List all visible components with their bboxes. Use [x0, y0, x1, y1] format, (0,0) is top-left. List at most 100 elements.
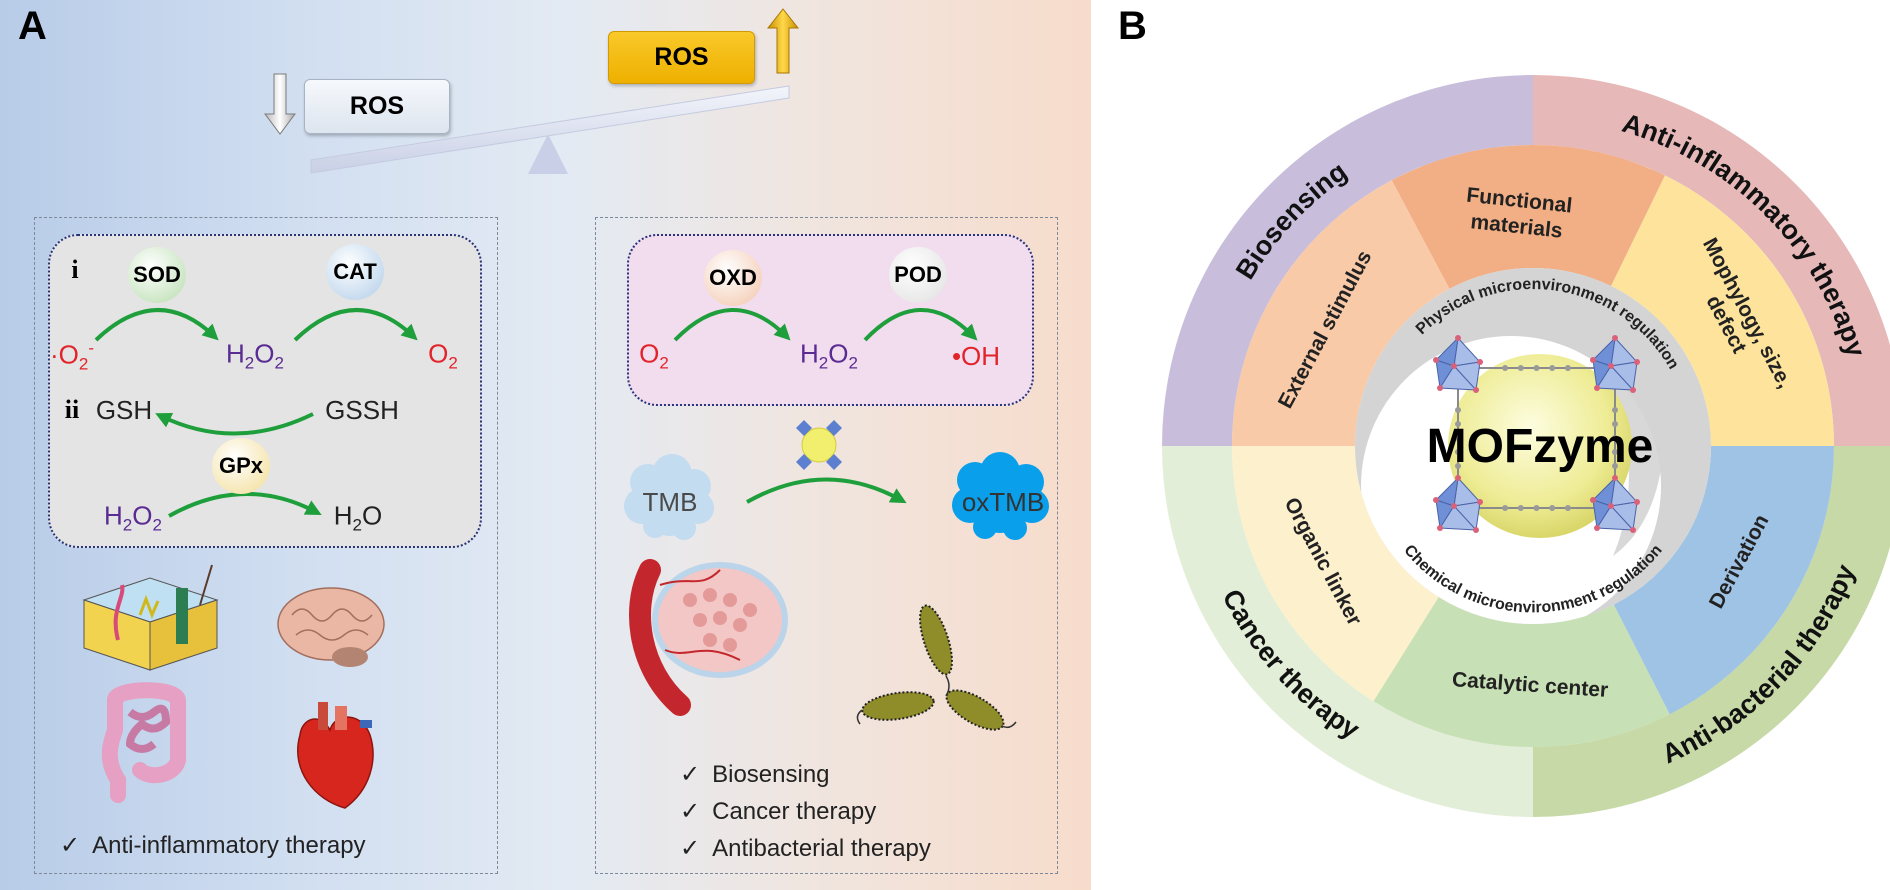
mof-metal-node [1634, 499, 1640, 505]
mof-cluster-polyhedron [1609, 361, 1638, 392]
mof-metal-node [1437, 525, 1443, 531]
hydroxyl-radical-formula: •OH [951, 341, 1001, 371]
panel-a: A [0, 0, 1091, 890]
svg-text:defect: defect [1701, 292, 1750, 357]
mof-linker-atom [1455, 407, 1461, 413]
check-icon: ✓ [680, 798, 701, 825]
middle-sector-functional [1391, 145, 1665, 289]
o2-formula: O2 [428, 338, 458, 373]
outer-sector-cancer [1162, 446, 1533, 817]
mof-linker-atom [1612, 421, 1618, 427]
svg-text:Functional: Functional [1465, 184, 1573, 218]
tmb-label: TMB [642, 487, 698, 517]
mof-linker-atom [1502, 365, 1509, 371]
mof-linker-atom [1549, 365, 1556, 371]
mof-cluster-polyhedron [1439, 505, 1478, 531]
mof-linker-atom [1455, 463, 1461, 469]
mof-linker-atom [1533, 365, 1540, 371]
mof-metal-node [1437, 385, 1443, 391]
mof-metal-node [1433, 497, 1439, 503]
sod-enzyme: SOD [128, 247, 186, 303]
mof-cluster-polyhedron [1453, 476, 1482, 507]
o2-substrate-formula: O2 [639, 338, 669, 373]
brain-icon [277, 587, 385, 667]
mof-metal-node [1433, 357, 1439, 363]
application-cancer-therapy: ✓ Cancer therapy [680, 800, 876, 824]
mof-metal-node [1590, 357, 1596, 363]
oxtmb-cloud-icon [952, 452, 1049, 540]
gpx-enzyme: GPx [212, 438, 270, 494]
application-label: Antibacterial therapy [712, 835, 931, 862]
tmb-cloud-icon [624, 454, 714, 540]
mof-metal-node [1594, 525, 1600, 531]
middle-label-derivation: Derivation [1705, 511, 1774, 612]
mof-cluster-polyhedron [1610, 336, 1639, 367]
h2o2-formula: H2O2 [226, 338, 284, 373]
step-i-label: i [71, 255, 79, 284]
middle-sector-organic [1232, 446, 1439, 702]
gpx-reaction-arrow [168, 491, 322, 518]
mof-linker-atom [1612, 463, 1618, 469]
mof-cluster-polyhedron [1452, 361, 1481, 392]
mof-metal-node [1451, 503, 1457, 509]
mof-cluster-polyhedron [1596, 365, 1635, 391]
gsh-reaction-arrow [155, 412, 314, 436]
mof-metal-node [1608, 503, 1614, 509]
mof-metal-node [1630, 387, 1636, 393]
h2o2-gpx-formula: H2O2 [104, 500, 162, 535]
step-ii-label: ii [64, 395, 80, 424]
outer-sector-anti-inflammatory [1533, 75, 1890, 446]
mof-cluster-polyhedron [1435, 336, 1459, 367]
mof-metal-node [1594, 385, 1600, 391]
inner-label-chemical: Chemical microenvironment regulation [1400, 542, 1665, 617]
middle-label-external: External stimulus [1274, 247, 1376, 412]
mof-linker-atom [1612, 449, 1618, 455]
mof-cluster-polyhedron [1592, 476, 1616, 507]
panel-a-graphics [82, 8, 1049, 809]
gssh-label: GSSH [325, 395, 399, 425]
mof-cluster-polyhedron [1610, 476, 1639, 507]
mof-linker-atom [1455, 421, 1461, 427]
pod-enzyme: POD [889, 247, 947, 303]
cat-enzyme: CAT [326, 244, 384, 300]
application-label: Biosensing [712, 761, 830, 788]
mof-cluster-polyhedron [1435, 476, 1459, 507]
outer-label-anti-bacterial: Anti-bacterial therapy [1657, 560, 1860, 769]
ros-decrease-box: ROS [304, 79, 450, 134]
seesaw-fulcrum [528, 134, 568, 174]
check-icon: ✓ [680, 835, 701, 862]
mof-linker-atom [1533, 505, 1540, 511]
mof-cluster-polyhedron [1439, 365, 1478, 391]
mof-cluster-polyhedron [1435, 499, 1455, 530]
panel-a-label: A [18, 4, 47, 48]
mof-cluster-polyhedron [1592, 499, 1612, 530]
inner-core [1355, 268, 1711, 624]
down-arrow-icon [264, 73, 296, 135]
application-label: Cancer therapy [712, 798, 877, 825]
mof-metal-node [1630, 527, 1636, 533]
mof-metal-node [1455, 335, 1461, 341]
prooxidant-section [595, 217, 1058, 874]
mof-cluster-polyhedron [1592, 359, 1612, 390]
mof-metal-node [1477, 359, 1483, 365]
bacteria-icon [856, 604, 1017, 731]
mof-cluster-polyhedron [1435, 359, 1455, 390]
inner-label-physical: Physical microenvironment regulation [1413, 276, 1682, 372]
middle-sector-external [1232, 180, 1450, 446]
mof-linker-atom [1549, 505, 1556, 511]
mof-metal-node [1590, 497, 1596, 503]
mof-metal-node [1473, 387, 1479, 393]
up-arrow-icon [766, 8, 800, 74]
mof-cluster-polyhedron [1592, 336, 1616, 367]
outer-sector-biosensing [1162, 75, 1533, 446]
mof-metal-node [1473, 527, 1479, 533]
middle-label-catalytic: Catalytic center [1451, 668, 1609, 702]
outer-label-anti-inflammatory: Anti-inflammatory therapy [1619, 108, 1871, 360]
application-biosensing: ✓Biosensing [680, 763, 830, 787]
oxd-enzyme: OXD [704, 250, 762, 306]
svg-text:materials: materials [1470, 210, 1564, 243]
mof-structure-icon [1433, 335, 1640, 533]
ros-increase-box: ROS [608, 31, 755, 84]
application-antibacterial-therapy: ✓ Antibacterial therapy [680, 837, 931, 861]
middle-sector-morphology [1611, 175, 1834, 446]
